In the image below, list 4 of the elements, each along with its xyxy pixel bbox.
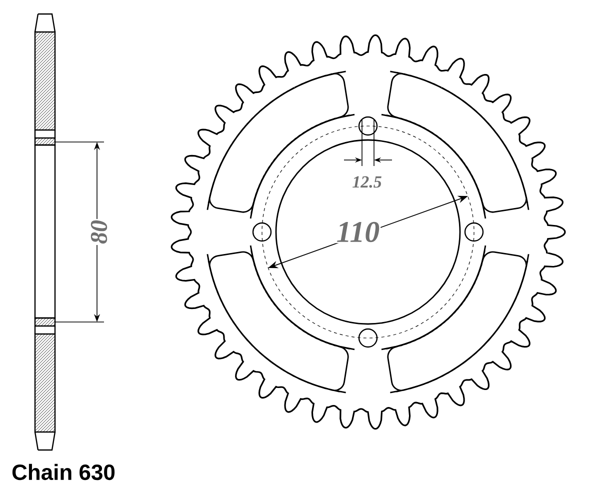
chain-label: Chain 630 <box>12 464 115 480</box>
dimension-label: 12.5 <box>352 176 382 188</box>
dimension-label: 80 <box>90 219 108 245</box>
dimension-label: 110 <box>335 220 381 244</box>
